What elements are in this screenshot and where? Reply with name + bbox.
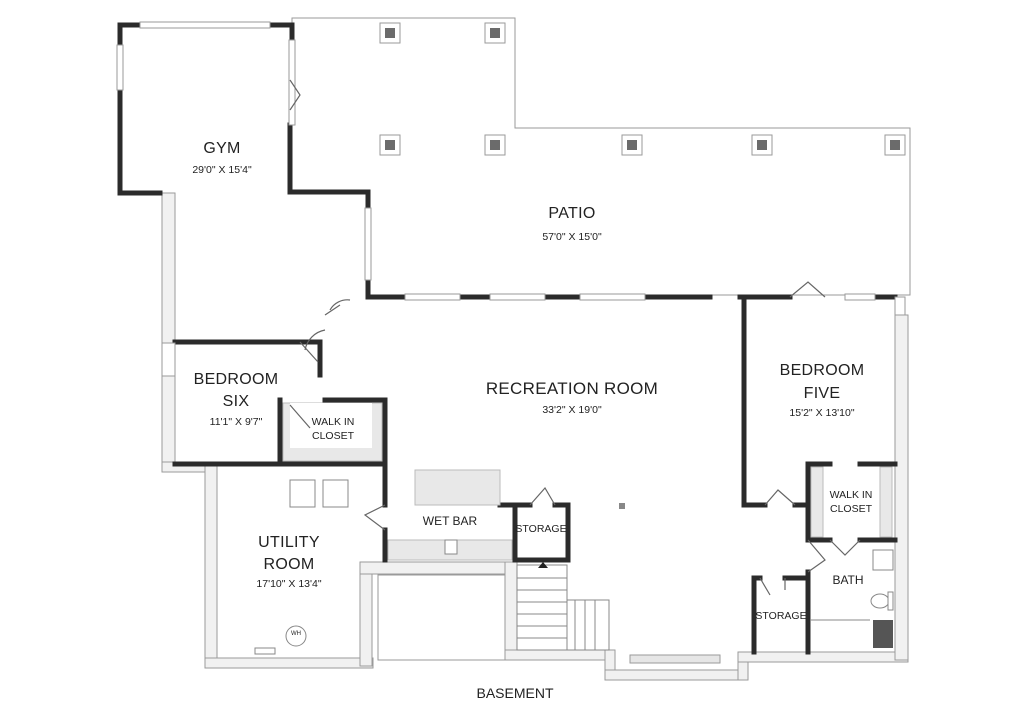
- patio-outline: [291, 17, 911, 296]
- utility-room-dims: 17'10" X 13'4": [256, 578, 322, 590]
- bedroom-five-dims: 15'2" X 13'10": [789, 407, 855, 419]
- walls: [117, 22, 898, 655]
- utility-room-name-1: UTILITY: [258, 534, 320, 551]
- plan-title: BASEMENT: [476, 685, 554, 701]
- storage-bath-name: STORAGE: [755, 610, 807, 622]
- bedroom-six-name-1: BEDROOM: [193, 371, 279, 388]
- bath-name: BATH: [832, 573, 864, 587]
- exterior-walls: [161, 192, 909, 681]
- walk-in-closet-five-2: CLOSET: [829, 503, 873, 515]
- doors: [289, 79, 861, 596]
- utility-room-name-2: ROOM: [263, 556, 315, 573]
- bedroom-five-name-2: FIVE: [803, 385, 841, 402]
- wet-bar-name: WET BAR: [422, 514, 478, 528]
- bedroom-five-name-1: BEDROOM: [779, 362, 865, 379]
- water-heater-label: WH: [291, 631, 301, 637]
- gym-name: GYM: [203, 140, 241, 157]
- walk-in-closet-five-1: WALK IN: [829, 489, 873, 501]
- walk-in-closet-six-1: WALK IN: [311, 416, 355, 428]
- patio-name: PATIO: [548, 205, 596, 222]
- storage-bar-name: STORAGE: [515, 523, 567, 535]
- walk-in-closet-six-2: CLOSET: [311, 430, 355, 442]
- stairs[interactable]: [516, 564, 610, 651]
- recreation-room-name: RECREATION ROOM: [485, 379, 659, 398]
- bedroom-six-name-2: SIX: [222, 393, 250, 410]
- bedroom-six-dims: 11'1" X 9'7": [209, 416, 263, 428]
- recreation-room-dims: 33'2" X 19'0": [542, 404, 602, 416]
- gym-dims: 29'0" X 15'4": [192, 164, 252, 176]
- patio-dims: 57'0" X 15'0": [542, 231, 602, 243]
